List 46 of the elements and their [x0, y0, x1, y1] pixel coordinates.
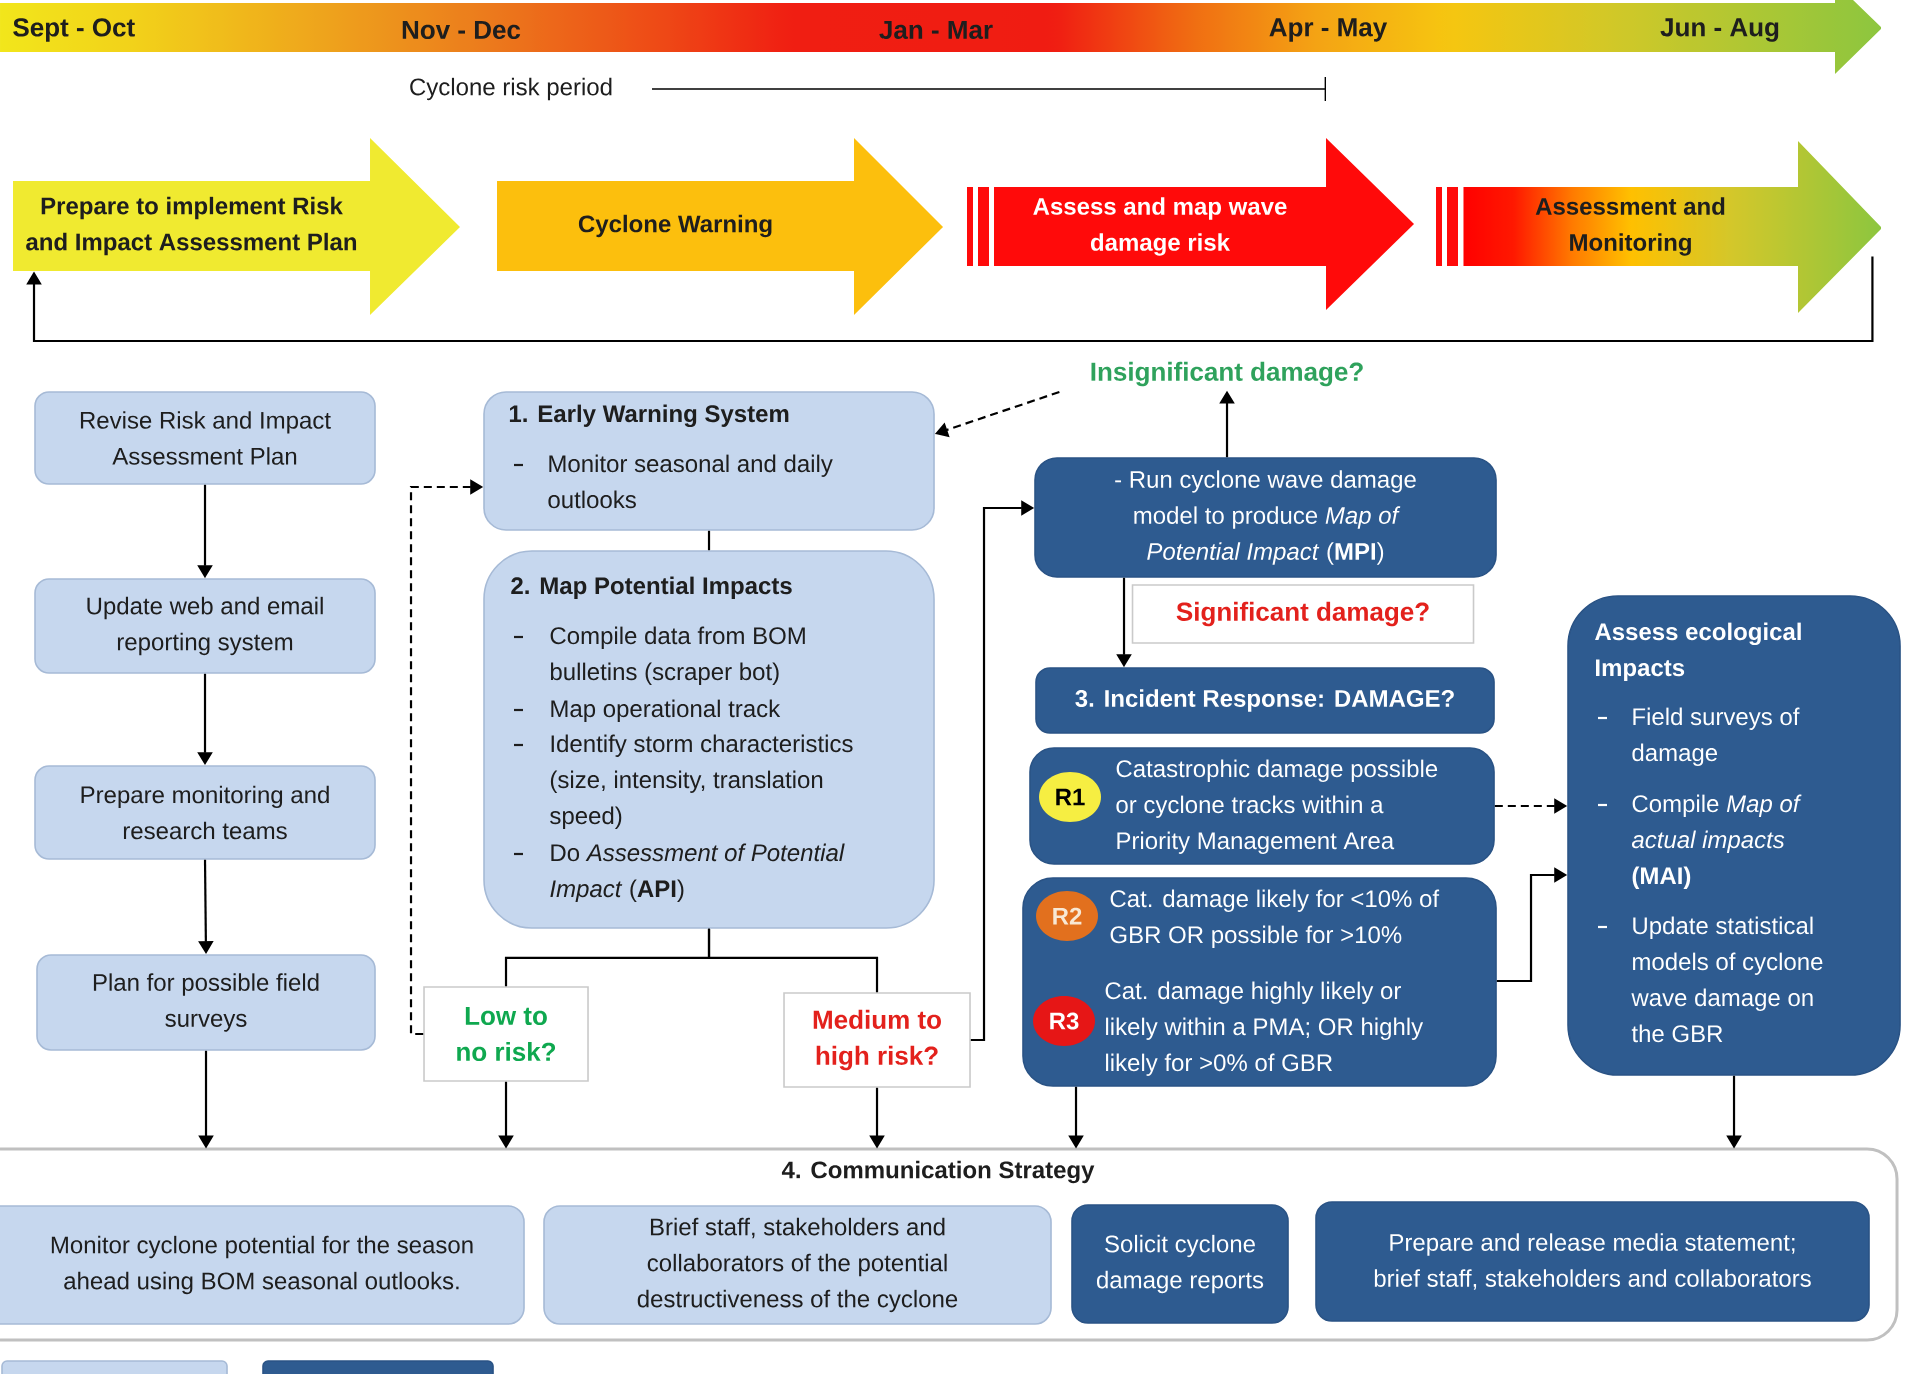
edge-label: Significant damage?: [1131, 584, 1475, 644]
risk-badge: R3: [1033, 996, 1095, 1046]
month-label: Jun - Aug: [1660, 18, 1779, 42]
stage-banner: Prepare to implement Risk and Impact Assessment Plan: [13, 138, 460, 315]
box-heading: 1. Early Warning System: [509, 404, 789, 428]
connector-line: [707, 928, 879, 993]
response-text: Cat. damage likely for <10% of GBR OR possible for >10%: [1110, 889, 1440, 948]
process-box: 3. Incident Response: DAMAGE?: [1035, 667, 1495, 734]
condition-box: Medium to high risk?: [783, 992, 971, 1088]
risk-badge: R2: [1036, 891, 1098, 941]
list-item: Compile Map of actual impacts (MAI): [1631, 794, 1802, 889]
list-item: Field surveys of damage: [1632, 707, 1800, 766]
month-label: Apr - May: [1269, 18, 1388, 42]
box-heading: Assess ecological Impacts: [1595, 622, 1801, 681]
panel-title: 4. Communication Strategy: [781, 1160, 1095, 1184]
month-label: Nov - Dec: [402, 20, 521, 40]
stage-banner: Assessment and Monitoring: [1436, 141, 1882, 313]
process-box: Plan for possible field surveys: [36, 954, 376, 1051]
list-item: Monitor seasonal and daily outlooks: [548, 454, 833, 509]
stage-banner: Cyclone Warning: [497, 138, 943, 315]
connector-line: [707, 530, 711, 551]
process-box: Monitor cyclone potential for the season ahead using BOM seasonal outlooks.: [0, 1205, 525, 1325]
process-box: Update web and email reporting system: [34, 578, 376, 674]
stage-banner: Assess and map wave damage risk: [967, 138, 1414, 310]
risk-badge: R1: [1039, 772, 1101, 822]
process-box: Prepare monitoring and research teams: [34, 765, 376, 860]
box-heading: 2. Map Potential Impacts: [511, 576, 792, 599]
list-item: Update statistical models of cyclone wave damage on the GBR: [1631, 916, 1823, 1043]
condition-label: Insignificant damage?: [1091, 361, 1363, 387]
list-item: Compile data from BOM bulletins (scraper bot): [550, 626, 805, 685]
month-label: Sept - Oct: [13, 18, 135, 42]
period-label: Cyclone risk period: [410, 77, 612, 101]
response-text: Cat. damage highly likely or likely within a PMA; OR highly likely for >0% of GBR: [1105, 981, 1424, 1076]
month-label: Jan - Mar: [879, 20, 993, 40]
partial-box: [1, 1360, 228, 1374]
process-box: Brief staff, stakeholders and collaborators of the potential destructiveness of the cyclone: [543, 1205, 1052, 1325]
list-item: Do Assessment of Potential Impact (API): [550, 843, 845, 902]
process-box: Prepare and release media statement; brief staff, stakeholders and collaborators: [1315, 1201, 1870, 1322]
condition-box: Low to no risk?: [423, 986, 589, 1082]
process-box: - Run cyclone wave damage model to produce Map of Potential Impact (MPI): [1034, 457, 1497, 578]
partial-box: [262, 1360, 494, 1374]
process-box: Solicit cyclone damage reports: [1071, 1204, 1289, 1324]
list-item: Identify storm characteristics (size, intensity, translation speed): [550, 734, 853, 829]
arrow: [26, 256, 1874, 343]
process-box: Revise Risk and Impact Assessment Plan: [34, 391, 376, 485]
list-item: Map operational track: [551, 699, 781, 722]
